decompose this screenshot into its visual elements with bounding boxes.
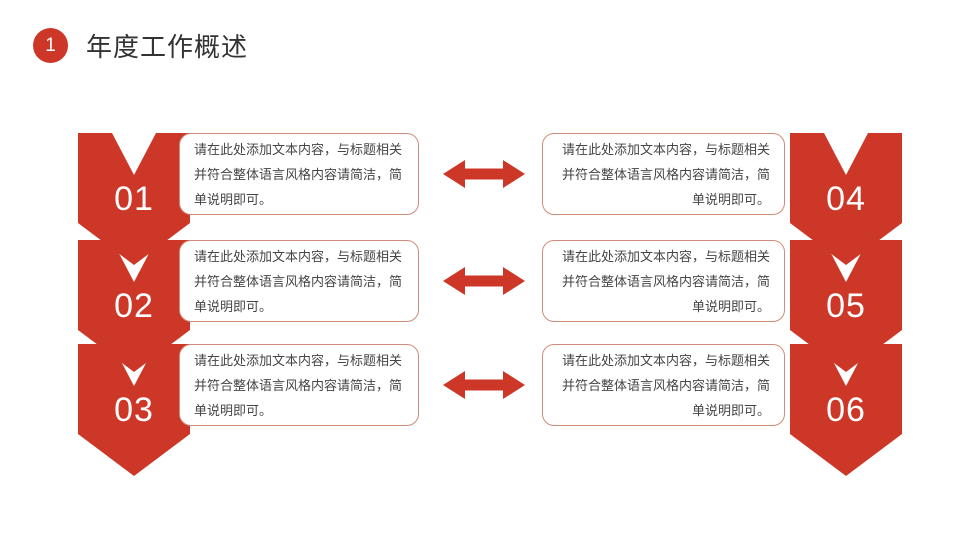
double-headed-arrow-icon bbox=[443, 266, 525, 296]
step-number-label: 06 bbox=[826, 391, 866, 429]
chevron-01: 01 bbox=[78, 133, 190, 265]
chevron-06: 06 bbox=[790, 344, 902, 476]
section-number-badge: 1 bbox=[33, 28, 68, 63]
step-number-label: 01 bbox=[114, 180, 154, 218]
process-row-1: 01 请在此处添加文本内容，与标题相关并符合整体语言风格内容请简洁，简单说明即可… bbox=[0, 133, 960, 265]
text-box-02: 请在此处添加文本内容，与标题相关并符合整体语言风格内容请简洁，简单说明即可。 bbox=[179, 240, 419, 322]
chevron-04: 04 bbox=[790, 133, 902, 265]
slide-title: 年度工作概述 bbox=[86, 32, 249, 62]
process-row-2: 02 请在此处添加文本内容，与标题相关并符合整体语言风格内容请简洁，简单说明即可… bbox=[0, 240, 960, 372]
chevron-down-shape-icon bbox=[790, 344, 902, 476]
step-number-label: 05 bbox=[826, 287, 866, 325]
chevron-03: 03 bbox=[78, 344, 190, 476]
text-box-04: 请在此处添加文本内容，与标题相关并符合整体语言风格内容请简洁，简单说明即可。 bbox=[542, 133, 785, 215]
text-box-06: 请在此处添加文本内容，与标题相关并符合整体语言风格内容请简洁，简单说明即可。 bbox=[542, 344, 785, 426]
double-headed-arrow-icon bbox=[443, 159, 525, 189]
chevron-down-shape-icon bbox=[78, 240, 190, 372]
process-row-3: 03 请在此处添加文本内容，与标题相关并符合整体语言风格内容请简洁，简单说明即可… bbox=[0, 344, 960, 476]
chevron-down-shape-icon bbox=[790, 133, 902, 265]
text-box-05: 请在此处添加文本内容，与标题相关并符合整体语言风格内容请简洁，简单说明即可。 bbox=[542, 240, 785, 322]
chevron-down-shape-icon bbox=[78, 133, 190, 265]
chevron-02: 02 bbox=[78, 240, 190, 372]
text-box-03: 请在此处添加文本内容，与标题相关并符合整体语言风格内容请简洁，简单说明即可。 bbox=[179, 344, 419, 426]
chevron-down-shape-icon bbox=[790, 240, 902, 372]
chevron-05: 05 bbox=[790, 240, 902, 372]
double-headed-arrow-icon bbox=[443, 370, 525, 400]
chevron-down-shape-icon bbox=[78, 344, 190, 476]
step-number-label: 03 bbox=[114, 391, 154, 429]
section-number: 1 bbox=[45, 34, 56, 56]
text-box-01: 请在此处添加文本内容，与标题相关并符合整体语言风格内容请简洁，简单说明即可。 bbox=[179, 133, 419, 215]
step-number-label: 04 bbox=[826, 180, 866, 218]
step-number-label: 02 bbox=[114, 287, 154, 325]
slide-header: 1 年度工作概述 bbox=[33, 27, 248, 64]
